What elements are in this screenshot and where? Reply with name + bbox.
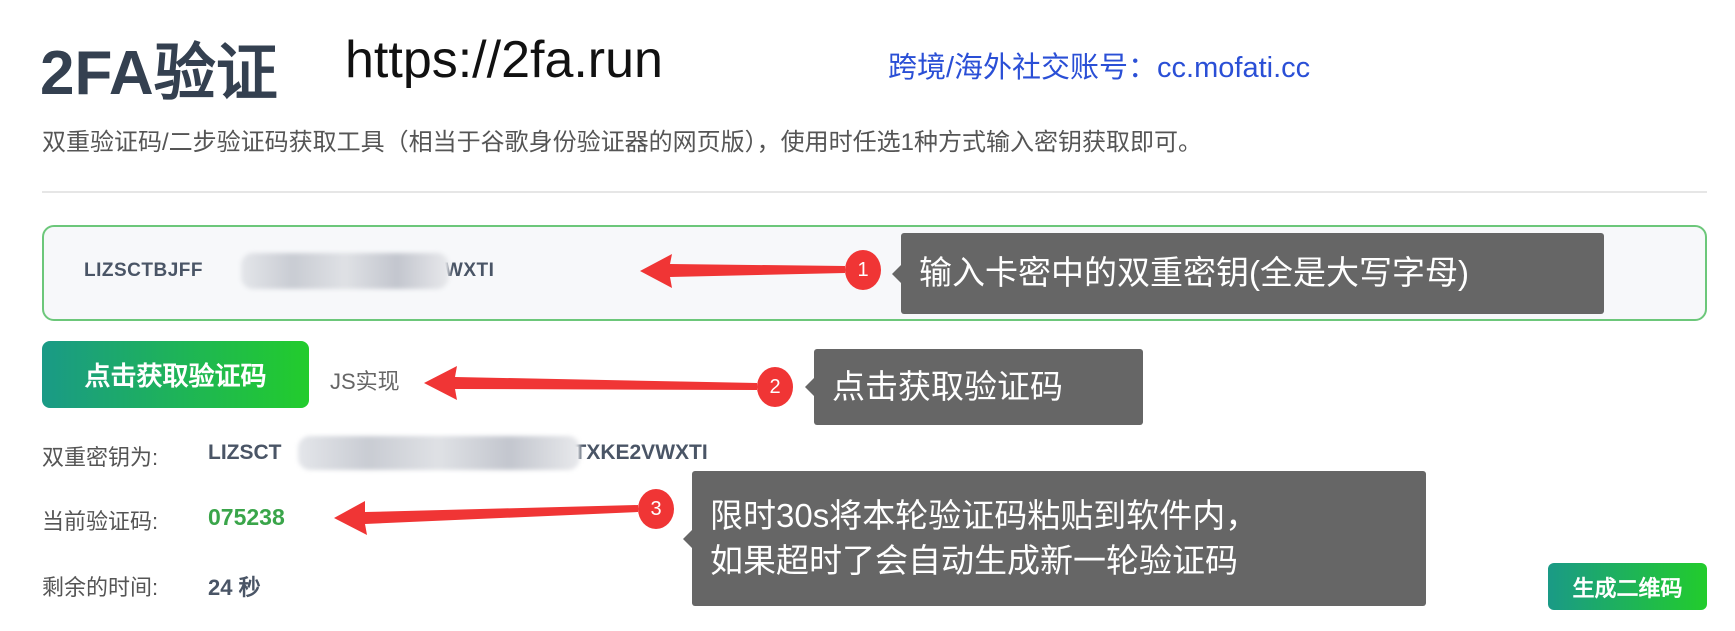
blurred-key-segment (298, 436, 580, 470)
js-label: JS实现 (330, 369, 400, 394)
arrow-1 (640, 254, 845, 288)
page-subtitle: 双重验证码/二步验证码获取工具（相当于谷歌身份验证器的网页版），使用时任选1种方… (42, 129, 1203, 156)
arrow-3 (334, 501, 638, 535)
code-label: 当前验证码: (42, 509, 159, 534)
time-label: 剩余的时间: (42, 575, 159, 600)
page-title: 2FA验证 (40, 39, 278, 108)
callout-text: 点击获取验证码 (832, 367, 1063, 405)
callout-text-line2: 如果超时了会自动生成新一轮验证码 (710, 541, 1238, 579)
annotation-badge-1: 1 (845, 250, 881, 290)
key-value-suffix: TXKE2VWXTI (573, 441, 708, 464)
annotation-badge-2: 2 (757, 367, 793, 407)
current-code[interactable]: 075238 (208, 504, 285, 530)
arrow-2 (424, 366, 757, 400)
site-url: https://2fa.run (345, 31, 663, 89)
key-label: 双重密钥为: (42, 445, 159, 470)
key-prefix: LIZSCTBJFF (84, 260, 203, 281)
blurred-key-segment (241, 253, 449, 289)
annotation-callout-3: 限时30s将本轮验证码粘贴到软件内， 如果超时了会自动生成新一轮验证码 (683, 471, 1426, 606)
promo-link[interactable]: 跨境/海外社交账号：cc.mofati.cc (888, 52, 1311, 84)
divider (42, 191, 1707, 193)
annotation-badge-3: 3 (638, 489, 674, 529)
generate-qr-button[interactable]: 生成二维码 (1548, 563, 1707, 610)
callout-text: 输入卡密中的双重密钥(全是大写字母) (919, 254, 1469, 292)
key-value-prefix: LIZSCT (208, 441, 282, 464)
time-remaining: 24 秒 (208, 575, 261, 600)
annotation-callout-2: 点击获取验证码 (805, 349, 1143, 425)
get-code-button[interactable]: 点击获取验证码 (42, 341, 309, 408)
annotation-callout-1: 输入卡密中的双重密钥(全是大写字母) (892, 233, 1604, 314)
callout-text-line1: 限时30s将本轮验证码粘贴到软件内， (710, 496, 1259, 534)
key-value: LIZSCT TXKE2VWXTI (208, 441, 708, 465)
